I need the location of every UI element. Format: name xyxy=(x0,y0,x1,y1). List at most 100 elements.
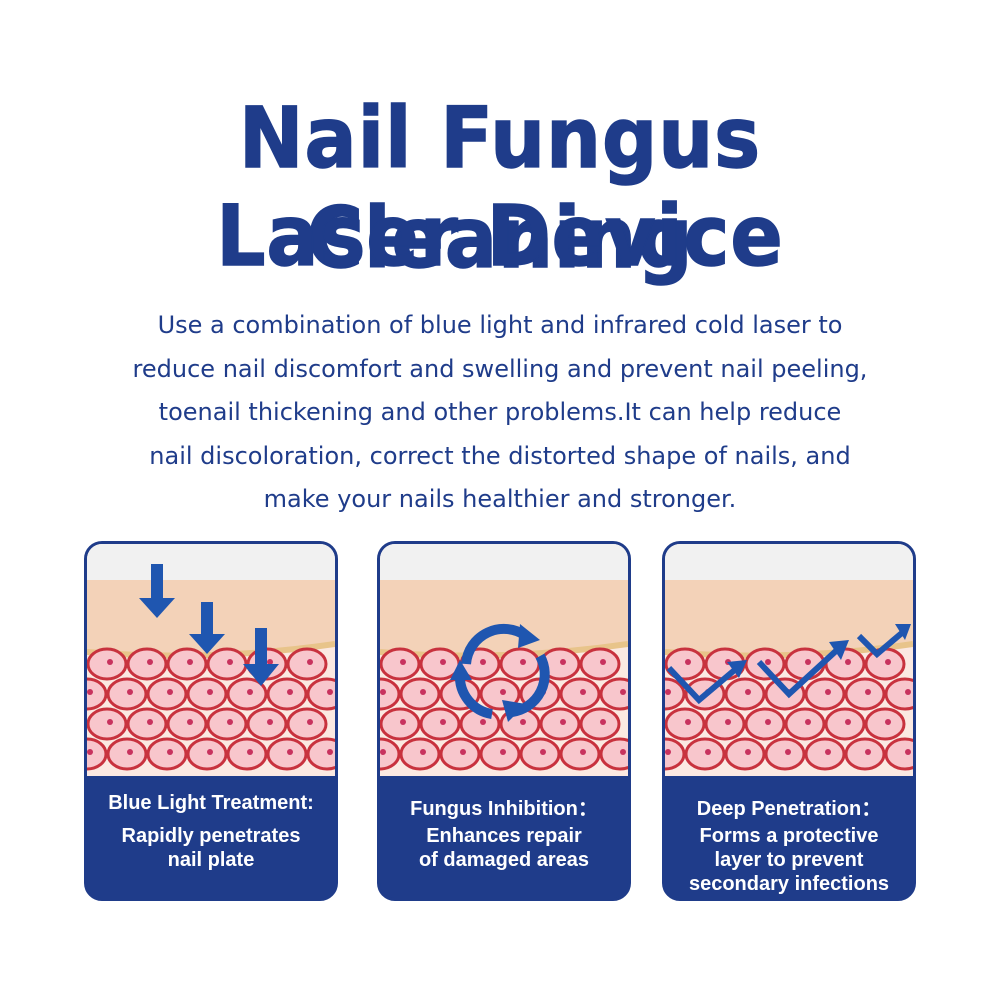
skin-cell xyxy=(87,647,128,681)
skin-cell xyxy=(439,737,481,771)
cell-nucleus xyxy=(725,719,731,725)
skin-cell xyxy=(206,647,248,681)
cell-nucleus xyxy=(600,719,606,725)
skin-cell xyxy=(126,647,168,681)
description-line: reduce nail discomfort and swelling and … xyxy=(132,354,868,383)
feature-card-blue-light: Blue Light Treatment: Rapidly penetrates… xyxy=(84,541,338,901)
description-line: toenail thickening and other problems.It… xyxy=(158,398,842,426)
card-body: Rapidly penetrates nail plate xyxy=(87,824,335,872)
cell-nucleus xyxy=(540,749,546,755)
cell-nucleus xyxy=(287,689,293,695)
cell-nucleus xyxy=(227,719,233,725)
skin-cell xyxy=(599,677,628,711)
cell-nucleus xyxy=(420,689,426,695)
cell-nucleus xyxy=(785,749,791,755)
cell-nucleus xyxy=(307,719,313,725)
cell-nucleus xyxy=(745,689,751,695)
cell-nucleus xyxy=(267,659,273,665)
skin-cell xyxy=(146,737,188,771)
product-description: Use a combination of blue light and infr… xyxy=(40,304,960,522)
skin-cell xyxy=(246,707,288,741)
skin-cell xyxy=(724,677,766,711)
skin-cell xyxy=(579,707,621,741)
description-line: nail discoloration, correct the distorte… xyxy=(149,441,851,470)
skin-cell xyxy=(824,707,866,741)
cell-nucleus xyxy=(865,689,871,695)
cell-nucleus xyxy=(580,689,586,695)
card-body-line: Rapidly penetrates xyxy=(121,825,301,847)
skin-cell xyxy=(479,737,521,771)
skin-cell xyxy=(804,677,846,711)
skin-cell xyxy=(844,737,886,771)
cell-nucleus xyxy=(247,749,253,755)
skin-cell xyxy=(266,737,308,771)
cell-nucleus xyxy=(885,659,891,665)
skin-cell xyxy=(784,707,826,741)
skin-cell xyxy=(704,707,746,741)
cell-nucleus xyxy=(147,659,153,665)
cell-nucleus xyxy=(620,749,626,755)
feature-card-fungus-inhibition: Fungus Inhibition： Enhances repair of da… xyxy=(377,541,631,901)
skin-cell xyxy=(286,647,328,681)
skin-cell xyxy=(724,737,766,771)
skin-cell xyxy=(399,677,441,711)
cell-nucleus xyxy=(685,659,691,665)
card-heading: Blue Light Treatment: xyxy=(108,792,314,814)
skin-cell xyxy=(559,677,601,711)
card-heading: Fungus Inhibition： xyxy=(410,798,598,820)
main-title-line-1: Nail Fungus Cleaning xyxy=(238,88,762,288)
cell-nucleus xyxy=(665,689,671,695)
zigzag-arrows-icon xyxy=(666,629,905,705)
skin-cell xyxy=(559,737,601,771)
cell-nucleus xyxy=(187,659,193,665)
card-body: Forms a protective layer to prevent seco… xyxy=(665,824,913,896)
card-body-line: of damaged areas xyxy=(418,849,590,871)
cell-nucleus xyxy=(560,659,566,665)
cell-nucleus xyxy=(560,719,566,725)
skin-cell xyxy=(864,647,906,681)
cell-nucleus xyxy=(500,749,506,755)
skin-cell xyxy=(380,647,421,681)
cell-nucleus xyxy=(480,659,486,665)
cell-nucleus xyxy=(805,719,811,725)
cell-nucleus xyxy=(167,689,173,695)
skin-cell xyxy=(166,647,208,681)
card-body-line: layer to prevent xyxy=(714,849,864,871)
skin-cell xyxy=(106,677,148,711)
cell-nucleus xyxy=(327,749,333,755)
skin-cell xyxy=(844,677,886,711)
card-body: Enhances repair of damaged areas xyxy=(380,824,628,872)
cell-nucleus xyxy=(287,749,293,755)
cell-nucleus xyxy=(107,659,113,665)
skin-cell xyxy=(186,737,228,771)
cell-nucleus xyxy=(905,749,911,755)
cell-nucleus xyxy=(865,749,871,755)
skin-cells-illustration xyxy=(87,544,335,776)
skin-cell xyxy=(519,737,561,771)
skin-cell xyxy=(226,677,268,711)
description-line: Use a combination of blue light and infr… xyxy=(157,311,843,339)
skin-cells-illustration xyxy=(380,544,628,776)
skin-cell xyxy=(226,737,268,771)
cell-nucleus xyxy=(187,719,193,725)
cell-nucleus xyxy=(520,659,526,665)
skin-cell xyxy=(884,737,913,771)
cell-nucleus xyxy=(307,659,313,665)
cell-nucleus xyxy=(685,719,691,725)
skin-cell xyxy=(399,737,441,771)
cell-nucleus xyxy=(500,689,506,695)
cell-nucleus xyxy=(400,719,406,725)
cell-nucleus xyxy=(620,689,626,695)
feature-card-deep-penetration: Deep Penetration： Forms a protective lay… xyxy=(662,541,916,901)
cell-nucleus xyxy=(167,749,173,755)
cell-nucleus xyxy=(207,689,213,695)
cell-nucleus xyxy=(327,689,333,695)
skin-cell xyxy=(684,737,726,771)
cell-nucleus xyxy=(87,689,93,695)
skin-cell xyxy=(186,677,228,711)
cell-nucleus xyxy=(885,719,891,725)
skin-cell xyxy=(599,737,628,771)
cell-nucleus xyxy=(400,659,406,665)
skin-cell xyxy=(380,707,421,741)
skin-cell xyxy=(665,707,706,741)
